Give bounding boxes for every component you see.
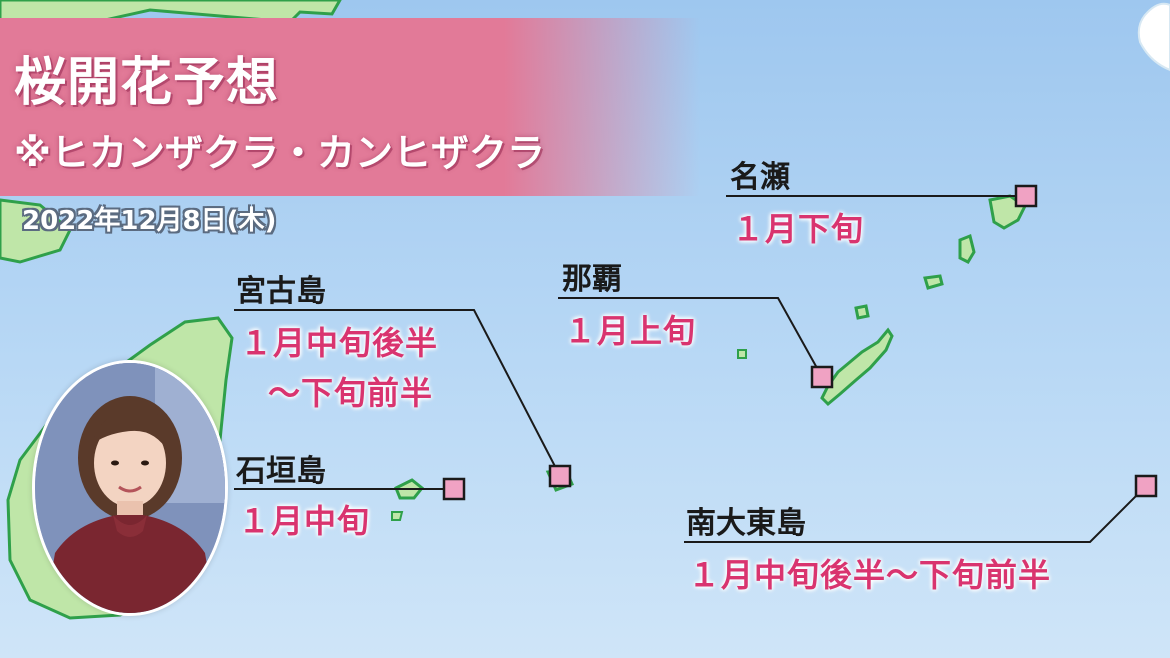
leader-line-miyakojima [234,309,561,477]
title-band [0,18,700,196]
okinawa-island [820,327,894,407]
leader-line-minamidaitojima [684,485,1147,543]
forecast-ishigakijima: １月中旬 [238,502,371,540]
forecast-miyakojima-line1: １月中旬後半 [240,324,439,362]
location-name-minamidaitojima: 南大東島 [686,506,806,541]
marker-miyakojima [548,464,572,488]
marker-ishigakijima [442,477,466,501]
location-name-ishigakijima: 石垣島 [236,454,326,489]
presenter-illustration [35,363,225,613]
presenter-photo [32,360,228,616]
okinawa-islet-1 [854,304,870,320]
forecast-minamidaitojima: １月中旬後半～下旬前半 [688,556,1052,594]
island-top-right [1137,2,1170,72]
marker-nago [1014,184,1038,208]
marker-naha [810,365,834,389]
location-name-miyakojima: 宮古島 [236,274,326,309]
mainland-land-left [0,198,72,264]
location-name-nago: 名瀬 [730,160,790,195]
marker-minamidaitojima [1134,474,1158,498]
page-subtitle: ※ヒカンザクラ・カンヒザクラ [14,131,545,175]
location-name-naha: 那覇 [562,262,622,297]
page-title: 桜開花予想 [14,53,280,113]
okinawa-islet-2 [737,349,747,359]
tokunoshima-island [958,233,976,264]
okinoerabu-island [923,274,944,290]
yaeyama-islet [391,511,404,521]
date-label: 2022年12月8日(木) [22,206,277,236]
forecast-naha: １月上旬 [564,312,697,350]
leader-line-naha [558,297,823,378]
forecast-miyakojima-line2: ～下旬前半 [268,374,434,412]
forecast-nago: １月下旬 [732,210,865,248]
